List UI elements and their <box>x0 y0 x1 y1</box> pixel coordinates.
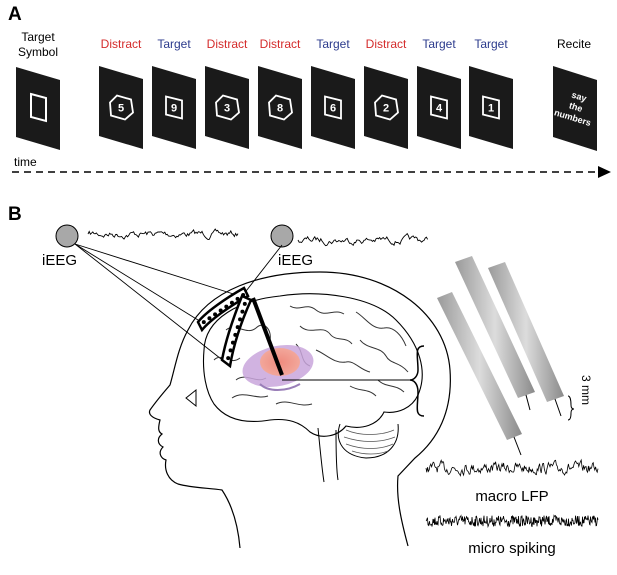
electrode-rod-right <box>488 262 564 417</box>
electrode-contact <box>235 296 240 301</box>
electrode-contact <box>238 317 243 322</box>
square-symbol-icon <box>324 95 342 120</box>
card-digit: 5 <box>118 103 124 115</box>
ieeg-trace-right <box>297 232 428 247</box>
card-digit: 1 <box>488 103 494 115</box>
card-background <box>99 66 143 149</box>
scale-brace-icon <box>567 395 575 421</box>
electrode-contact <box>230 340 235 345</box>
target-symbol-card <box>16 67 60 150</box>
square-symbol-icon <box>30 92 47 123</box>
hexagon-symbol-icon <box>268 94 293 121</box>
panel-b-letter: B <box>8 204 22 225</box>
sequence-label-4: Distract <box>260 37 301 51</box>
electrode-contact <box>228 348 233 353</box>
stimulus-sequence: Distract 5 Target 9 Distract 3 Distract 8 Target… <box>99 37 513 149</box>
card-digit: 3 <box>224 103 230 115</box>
hippocampus-region <box>260 348 300 376</box>
electrode-contact <box>226 356 231 361</box>
scale-label: 3 mm <box>579 375 593 405</box>
sequence-label-8: Target <box>474 37 508 51</box>
electrode-wires <box>74 243 283 367</box>
sequence-label-1: Distract <box>101 37 142 51</box>
electrode-contact <box>242 301 247 306</box>
card-background <box>469 66 513 149</box>
recite-card-line-1: say <box>570 90 587 104</box>
depth-electrode <box>251 297 284 376</box>
sequence-card-1: Distract 5 <box>99 37 143 149</box>
micro-spiking-trace <box>425 514 599 529</box>
card-digit: 2 <box>383 103 389 115</box>
ecog-strip-lower <box>220 294 253 369</box>
recite-card-line-2: the <box>568 100 584 114</box>
scale-annotation: 3 mm <box>579 375 593 405</box>
mtl-lower-edge <box>259 383 301 391</box>
sequence-card-4: Distract 8 <box>258 37 302 149</box>
sequence-label-5: Target <box>316 37 350 51</box>
electrode-contact <box>218 308 223 313</box>
sequence-card-8: Target 1 <box>469 37 513 149</box>
macro-lfp-label: macro LFP <box>475 488 548 505</box>
hexagon-symbol-icon <box>109 94 134 121</box>
macro-lfp-trace <box>425 458 599 477</box>
card-digit: 6 <box>330 103 336 115</box>
sequence-card-6: Distract 2 <box>364 37 408 149</box>
square-symbol-icon <box>482 95 500 120</box>
curly-brace-icon <box>409 345 425 417</box>
card-background <box>152 66 196 149</box>
card-digit: 8 <box>277 103 283 115</box>
ieeg-label-right: iEEG <box>278 252 313 269</box>
electrode-contact <box>201 320 206 325</box>
electrode-contact <box>233 332 238 337</box>
square-symbol-icon <box>165 95 183 120</box>
electrode-contact <box>229 300 234 305</box>
sequence-card-2: Target 9 <box>152 37 196 149</box>
time-arrowhead-icon <box>598 166 611 178</box>
card-background <box>364 66 408 149</box>
electrode-rod-middle <box>455 256 535 411</box>
head-profile-outline <box>148 271 451 549</box>
target-symbol-label-line2: Symbol <box>18 45 58 59</box>
card-background <box>417 66 461 149</box>
cerebellum-outline <box>337 423 399 459</box>
sequence-label-3: Distract <box>207 37 248 51</box>
ieeg-label-left: iEEG <box>42 252 77 269</box>
brain-outline <box>202 293 423 437</box>
sequence-label-2: Target <box>157 37 191 51</box>
magnified-depth-electrodes <box>437 256 564 456</box>
hexagon-symbol-icon <box>215 94 240 121</box>
sequence-card-7: Target 4 <box>417 37 461 149</box>
card-background <box>311 66 355 149</box>
ieeg-trace-left <box>87 228 239 240</box>
recite-label: Recite <box>557 37 591 51</box>
card-background <box>205 66 249 149</box>
cerebellum-folds <box>343 429 396 455</box>
card-background <box>258 66 302 149</box>
electrode-contact <box>224 304 229 309</box>
hexagon-symbol-icon <box>374 94 399 121</box>
target-symbol-label-line1: Target <box>21 30 55 44</box>
square-symbol-icon <box>430 95 448 120</box>
time-label: time <box>14 155 37 169</box>
card-digit: 4 <box>436 103 443 115</box>
eye-icon <box>185 388 197 408</box>
electrode-contact <box>240 309 245 314</box>
recite-card: say the numbers <box>553 66 597 151</box>
sequence-label-6: Distract <box>366 37 407 51</box>
electrode-rod-left <box>437 292 522 456</box>
sequence-card-5: Target 6 <box>311 37 355 149</box>
ieeg-electrode-right-icon <box>270 224 294 248</box>
ieeg-electrode-left-icon <box>55 224 79 248</box>
brainstem-outline <box>317 427 339 483</box>
panel-a-letter: A <box>8 4 22 25</box>
sequence-label-7: Target <box>422 37 456 51</box>
electrode-contact <box>235 325 240 330</box>
electrode-contact <box>213 312 218 317</box>
card-digit: 9 <box>171 103 177 115</box>
micro-spiking-label: micro spiking <box>468 540 556 557</box>
ecog-strip-upper <box>196 286 250 333</box>
sequence-card-3: Distract 3 <box>205 37 249 149</box>
electrode-contact <box>207 316 212 321</box>
